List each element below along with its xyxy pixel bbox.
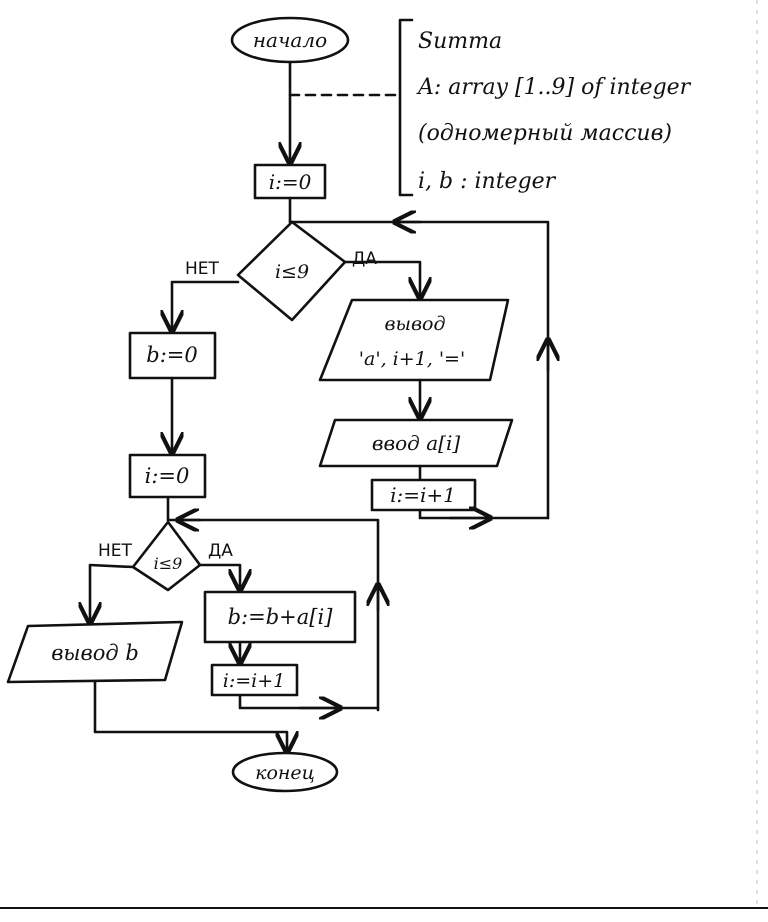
decision-2-yes-label: ДА [208,541,233,561]
input-label: ввод a[i] [372,431,460,455]
end-label: конец [255,762,315,784]
annotation-bracket [398,18,414,197]
input-parallelogram: ввод a[i] [318,418,514,468]
output-b-parallelogram: вывод b [6,620,184,684]
inc-i-label-1: i:=i+1 [390,483,456,507]
decision-1-yes-label: ДА [352,249,377,269]
init-i-box-2: i:=0 [128,453,207,499]
declaration-array: A: array [1..9] of integer [416,75,692,100]
declaration-vars: i, b : integer [418,169,557,194]
decision-2-no-label: НЕТ [98,541,133,561]
declarations-block: Summa A: array [1..9] of integer (одноме… [416,29,692,194]
start-label: начало [253,28,327,52]
init-b-box: b:=0 [128,331,217,380]
sum-box: b:=b+a[i] [203,590,357,644]
inc-i-label-2: i:=i+1 [223,670,285,692]
output-prompt-line2: 'a', i+1, '=' [359,348,465,370]
end-terminal: конец [231,751,339,793]
arrow-no-2 [90,563,135,623]
declaration-comment: (одномерный массив) [418,121,672,146]
loop-1-return-line [288,220,550,520]
inc-i-box-1: i:=i+1 [370,478,477,512]
init-b-label: b:=0 [146,343,197,367]
output-prompt-line1: вывод [384,313,445,335]
init-i-box-1: i:=0 [253,163,327,200]
start-terminal: начало [230,16,350,64]
sum-label: b:=b+a[i] [228,605,334,629]
init-i-label-1: i:=0 [269,170,312,194]
loop-2-return-line [166,518,380,712]
decision-1-label: i≤9 [275,261,309,283]
line-inc2-to-loop [238,693,380,710]
decision-1: i≤9 [236,220,347,322]
arrow-to-end [93,679,287,752]
arrow-no-1 [172,280,240,331]
output-b-label: вывод b [51,641,139,665]
decision-2-label: i≤9 [154,554,183,573]
output-prompt-parallelogram: вывод 'a', i+1, '=' [318,298,510,382]
line-inc-to-loop [418,508,550,520]
program-name: Summa [418,29,502,54]
decision-2: i≤9 [131,520,202,592]
arrow-yes-1 [343,260,420,298]
decision-1-no-label: НЕТ [185,259,220,279]
arrow-yes-2 [198,563,240,590]
inc-i-box-2: i:=i+1 [210,663,299,697]
init-i-label-2: i:=0 [145,464,190,488]
